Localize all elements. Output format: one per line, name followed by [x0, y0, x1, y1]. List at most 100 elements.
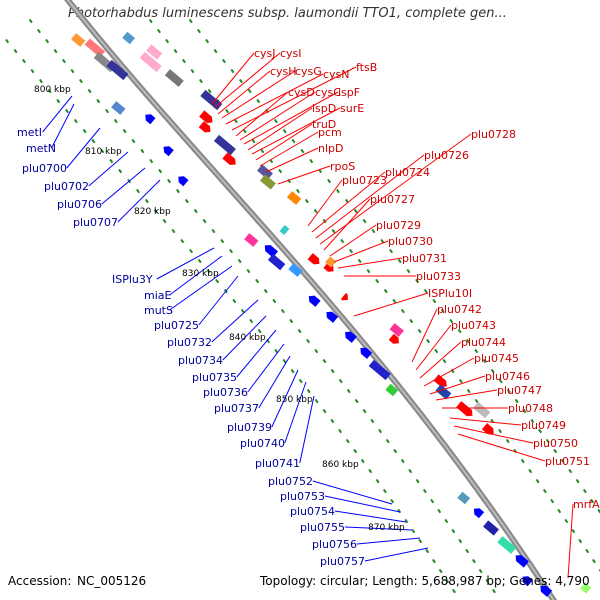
track-dot — [190, 68, 195, 74]
reverse-gene-arrow — [326, 311, 339, 323]
gene-feature — [340, 293, 348, 301]
track-dot — [397, 258, 402, 264]
reverse-gene-label: plu0756 — [312, 538, 357, 551]
track-dot — [136, 188, 140, 194]
track-dot — [375, 478, 380, 484]
track-dot — [437, 508, 442, 514]
forward-gene-label: plu0726 — [424, 149, 469, 162]
track-dot — [153, 208, 158, 214]
track-dot — [47, 88, 52, 94]
forward-label-leader — [225, 73, 324, 125]
reverse-label-leader — [247, 343, 285, 393]
track-dot — [545, 438, 550, 444]
gene-block — [457, 491, 471, 505]
reverse-gene-label: metI — [17, 126, 42, 139]
track-dot — [491, 588, 496, 594]
track-dot — [100, 148, 105, 154]
gene-block — [286, 191, 302, 205]
track-dot — [400, 458, 405, 464]
track-dot — [278, 168, 283, 174]
track-dot — [560, 458, 565, 464]
forward-label-leader — [243, 91, 339, 145]
gene-feature — [324, 256, 337, 268]
track-dot — [149, 158, 154, 164]
gene-feature — [222, 152, 236, 165]
track-dot — [478, 568, 483, 574]
gene-feature — [259, 174, 276, 190]
track-dot — [207, 88, 212, 94]
track-dot — [557, 508, 562, 514]
track-dot — [140, 148, 145, 154]
track-dot — [432, 298, 437, 304]
track-dot — [409, 318, 414, 324]
gene-block — [257, 164, 273, 180]
forward-gene-label: plu0724 — [385, 166, 430, 179]
gene-feature — [178, 176, 189, 187]
track-dot — [331, 228, 336, 234]
track-dot — [62, 58, 66, 64]
track-dot — [45, 38, 50, 44]
forward-gene-label: plu0743 — [451, 319, 496, 332]
reverse-label-leader — [356, 537, 421, 545]
reverse-gene-label: plu0752 — [268, 475, 313, 488]
track-dot — [255, 278, 260, 284]
track-dot — [193, 208, 198, 214]
track-dot — [260, 148, 265, 154]
reverse-gene-arrow — [178, 176, 189, 187]
track-dot — [498, 378, 503, 384]
reverse-gene-arrow — [540, 585, 553, 597]
forward-gene-arrow — [456, 401, 473, 417]
forward-gene-label: nlpD — [318, 142, 343, 155]
track-dot — [309, 158, 314, 164]
gene-feature — [244, 233, 259, 247]
track-dot — [392, 298, 397, 304]
gene-block — [288, 263, 303, 277]
reverse-label-leader — [334, 510, 407, 523]
forward-label-leader — [217, 70, 271, 115]
forward-gene-label: ispD — [312, 102, 336, 115]
forward-gene-label: ispF — [338, 86, 360, 99]
forward-label-leader — [429, 375, 486, 395]
forward-label-leader — [221, 70, 296, 119]
track-dot — [382, 488, 387, 494]
track-dot — [157, 28, 161, 34]
gene-feature — [388, 333, 399, 344]
reverse-label-leader — [88, 151, 129, 187]
track-dot — [257, 328, 262, 334]
track-dot — [180, 238, 185, 244]
track-dot — [189, 248, 194, 254]
reverse-label-leader — [299, 395, 315, 464]
track-dot — [457, 328, 462, 334]
track-dot — [87, 88, 92, 94]
reverse-label-leader — [236, 329, 277, 378]
reverse-label-leader — [258, 355, 291, 409]
track-dot — [415, 278, 420, 284]
gene-block — [213, 134, 236, 156]
gene-labels: metImetNplu0700plu0702plu0706plu0707ISPl… — [17, 47, 600, 568]
track-dot — [597, 508, 600, 514]
track-dot — [273, 118, 278, 124]
gene-block — [259, 174, 276, 190]
track-dot — [338, 428, 343, 434]
reverse-label-leader — [284, 381, 307, 444]
track-dot — [249, 318, 254, 324]
track-dot — [368, 468, 373, 474]
gene-block — [111, 101, 126, 115]
gene-feature — [483, 520, 499, 536]
track-dot — [105, 108, 110, 114]
track-dot — [466, 388, 471, 394]
forward-label-leader — [323, 198, 371, 251]
track-dot — [578, 538, 583, 544]
forward-gene-label: cysH — [270, 65, 297, 78]
reverse-label-leader — [271, 369, 299, 428]
track-dot — [13, 48, 18, 54]
track-dot — [282, 128, 287, 134]
track-dot — [225, 108, 230, 114]
gene-feature — [279, 225, 290, 235]
track-dot — [490, 368, 495, 374]
forward-label-leader — [235, 91, 289, 137]
reverse-gene-label: mutS — [144, 304, 173, 317]
track-dot — [251, 138, 256, 144]
forward-gene-label: plu0744 — [461, 336, 506, 349]
track-dot — [383, 288, 388, 294]
